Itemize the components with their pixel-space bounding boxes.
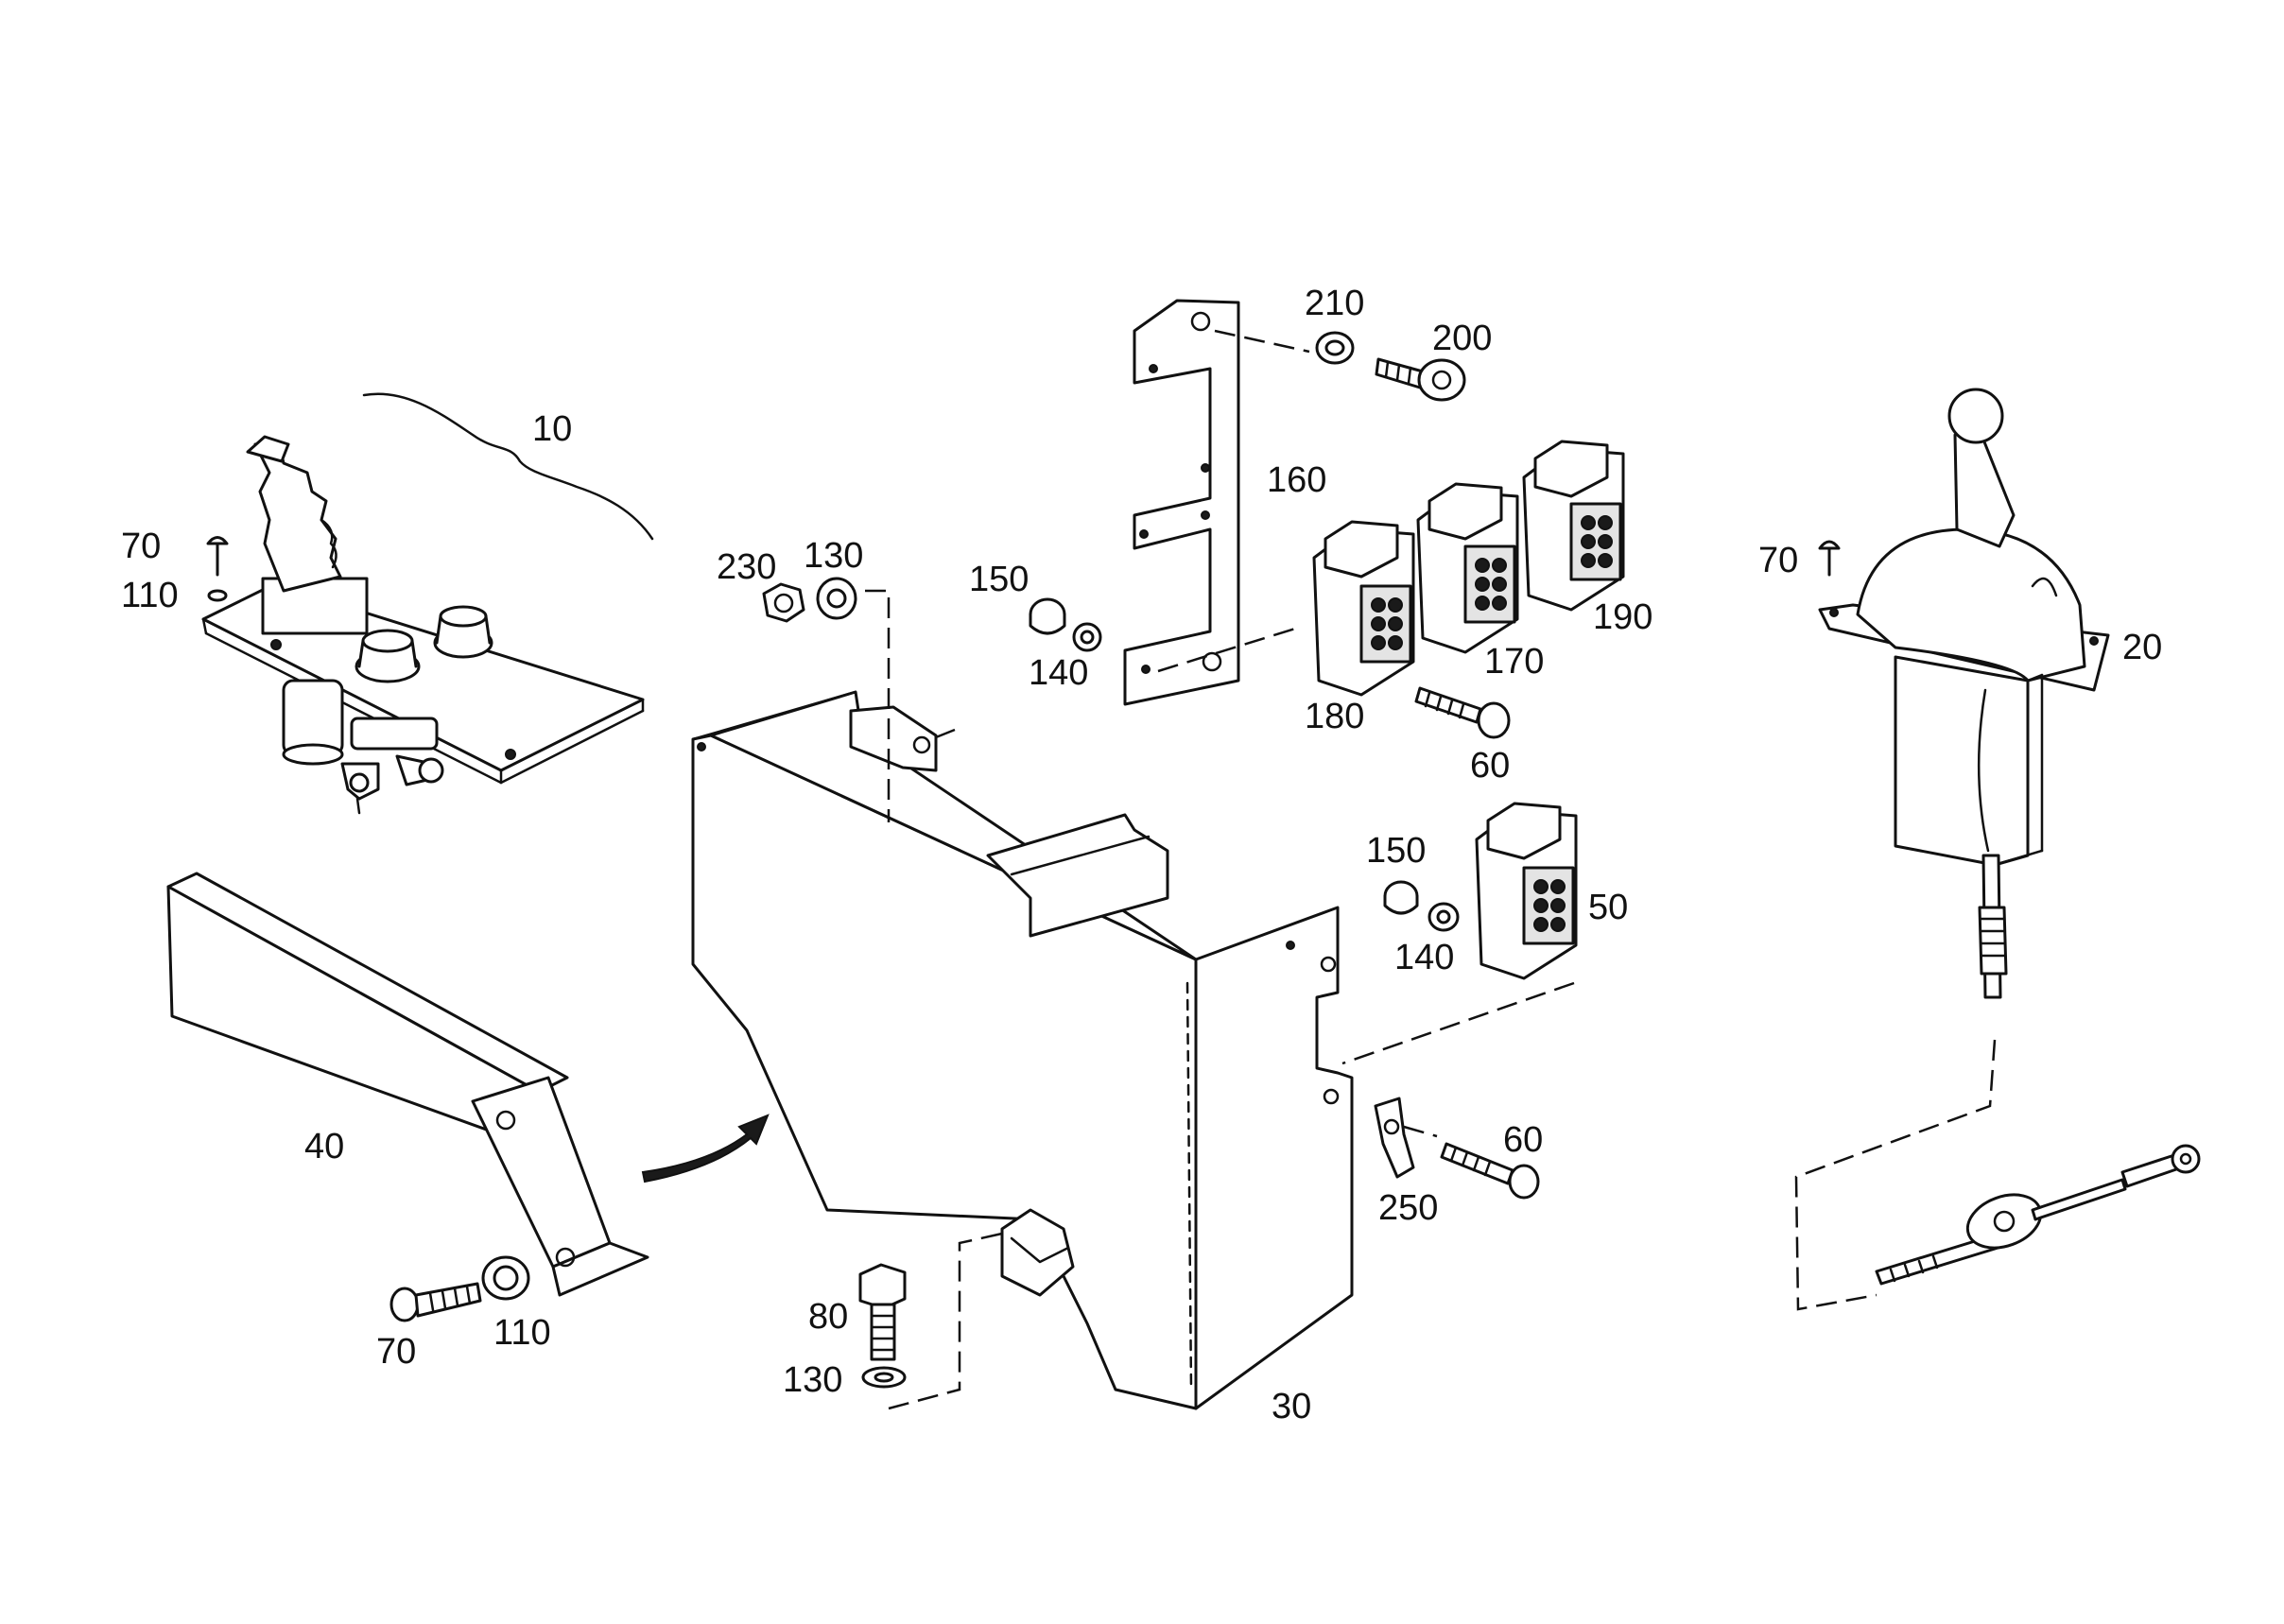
callout-160: 160: [1267, 460, 1326, 500]
washer-140-lower: [1428, 902, 1460, 932]
shift-cable: [1875, 1144, 2201, 1286]
leader-160-180: [1157, 627, 1296, 673]
callout-30: 30: [1272, 1387, 1311, 1426]
callout-20: 20: [2122, 628, 2162, 667]
part-30-console-housing: [691, 690, 1354, 1410]
cover-bracket: [471, 1076, 612, 1269]
relay-170: [1416, 482, 1519, 654]
callout-250: 250: [1378, 1188, 1438, 1228]
washer-110-upper-left: [207, 589, 228, 602]
lever-knob: [1947, 388, 2004, 444]
leader-50-housing: [1341, 981, 1575, 1065]
callout-190: 190: [1593, 597, 1652, 637]
hydraulic-fitting: [350, 717, 439, 751]
bolt-80: [858, 1263, 907, 1361]
relay-50: [1475, 802, 1578, 980]
screw-60-upper: [1414, 686, 1511, 739]
callout-labels: 10 70 110 230 130 150 140 210 200 160 18…: [121, 284, 2162, 1426]
leader-lever-cable: [1794, 1039, 1997, 1311]
leader-230-130: [865, 589, 891, 822]
nut-150-upper: [1029, 597, 1066, 635]
callout-60: 60: [1503, 1120, 1543, 1160]
leader-80-130: [888, 1232, 1003, 1410]
callout-210: 210: [1305, 284, 1364, 323]
callout-70: 70: [121, 527, 161, 566]
housing-mount-tab: [849, 705, 938, 772]
callout-60: 60: [1470, 746, 1510, 786]
lever-housing-dome: [1856, 527, 2086, 682]
washer-110-lower-left: [481, 1255, 530, 1301]
washer-210: [1315, 331, 1355, 365]
callout-140: 140: [1394, 938, 1454, 977]
callout-80: 80: [808, 1297, 848, 1337]
leader-160-210: [1214, 329, 1310, 354]
screw-70-upper-left: [206, 536, 229, 577]
part-20-shift-lever: [1818, 388, 2110, 999]
callout-10: 10: [532, 409, 572, 449]
callout-40: 40: [304, 1127, 344, 1166]
joystick-gaiter: [253, 441, 342, 593]
callout-150: 150: [1366, 831, 1426, 871]
callout-170: 170: [1484, 642, 1544, 682]
housing-front-panel: [1194, 906, 1354, 1410]
screw-70-right: [1818, 540, 1841, 577]
callout-130: 130: [783, 1360, 842, 1400]
part-10-control-valve-assembly: [201, 392, 654, 815]
washer-140-upper: [1072, 622, 1102, 652]
callout-110: 110: [493, 1313, 551, 1353]
housing-cross-bracket: [986, 813, 1169, 938]
housing-foot-bracket: [1000, 1208, 1075, 1297]
bracket-plate: [1123, 299, 1240, 706]
callout-50: 50: [1588, 888, 1628, 927]
washer-130-upper: [816, 577, 857, 620]
assembly-arrow: [641, 1114, 770, 1183]
solenoid-cylinder: [282, 679, 344, 756]
relay-190: [1522, 440, 1625, 612]
relay-180: [1312, 520, 1415, 697]
joystick-handle: [246, 435, 290, 463]
part-160-mounting-bracket: [1123, 299, 1240, 706]
callout-230: 230: [717, 547, 776, 587]
clip-250: [1374, 1097, 1415, 1179]
washer-130-lower: [861, 1366, 907, 1389]
valve-body-block: [261, 577, 369, 635]
callout-70: 70: [1758, 541, 1798, 580]
lever-shaft: [1953, 423, 2016, 548]
callout-110: 110: [121, 576, 179, 615]
lever-lower-box: [1894, 655, 2030, 867]
part-40-cover: [166, 872, 649, 1297]
nut-150-lower: [1383, 880, 1419, 915]
screw-200: [1375, 357, 1466, 402]
callout-70: 70: [376, 1332, 416, 1372]
callout-140: 140: [1029, 653, 1088, 693]
bolt-70-lower-left: [389, 1282, 482, 1322]
screw-60-lower: [1440, 1142, 1540, 1200]
callout-200: 200: [1432, 319, 1492, 358]
callout-180: 180: [1305, 697, 1364, 736]
leader-250: [1403, 1125, 1438, 1138]
section-break-line: [362, 392, 654, 541]
callout-130: 130: [804, 536, 863, 576]
nut-230: [762, 582, 805, 623]
callout-150: 150: [969, 560, 1029, 599]
